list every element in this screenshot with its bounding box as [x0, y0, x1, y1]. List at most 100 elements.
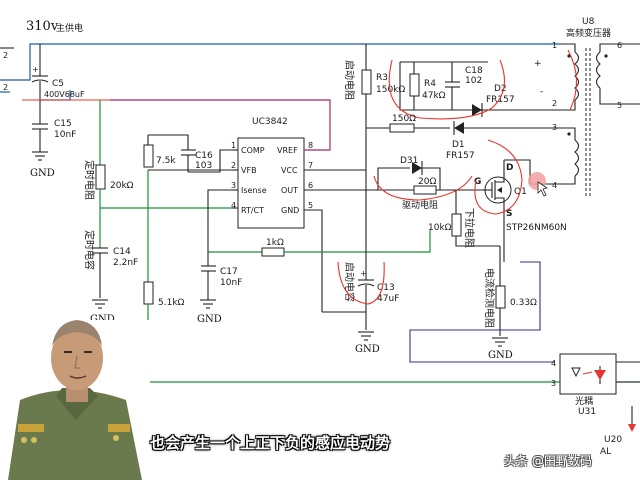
svg-text:GND: GND [488, 350, 513, 361]
svg-text:U8: U8 [582, 17, 595, 27]
svg-text:8: 8 [308, 141, 313, 150]
drive-resistor-20: 20Ω [413, 177, 437, 195]
svg-text:VREF: VREF [277, 146, 298, 155]
svg-text:AL: AL [600, 447, 611, 457]
c13-capacitor: + C13 47uF [357, 269, 399, 330]
svg-text:C13: C13 [377, 283, 395, 293]
svg-text:C17: C17 [220, 267, 238, 277]
svg-text:10nF: 10nF [54, 130, 76, 140]
gnd-symbol-3: GND [197, 299, 222, 325]
c15-capacitor: C15 10nF [32, 118, 76, 152]
resistor-1k: 1kΩ [261, 238, 285, 257]
supply-voltage: 310v [26, 19, 59, 34]
svg-text:光耦: 光耦 [575, 395, 593, 407]
svg-text:D2: D2 [494, 84, 507, 94]
svg-text:10kΩ: 10kΩ [428, 223, 452, 233]
transformer-u8: U8 高频变压器 1 2 3 4 6 5 [552, 17, 640, 196]
current-sense-resistor: 0.33Ω [495, 262, 537, 336]
svg-text:OUT: OUT [281, 186, 298, 195]
svg-text:COMP: COMP [241, 146, 265, 155]
svg-text:RT/CT: RT/CT [241, 206, 264, 215]
svg-text:S: S [506, 209, 512, 219]
start-resistor-label: 启动电阻 [343, 60, 356, 100]
svg-text:GND: GND [197, 314, 222, 325]
svg-text:FR157: FR157 [446, 151, 475, 161]
svg-text:150Ω: 150Ω [392, 114, 416, 124]
svg-text:U20: U20 [604, 435, 622, 445]
svg-text:+: + [32, 65, 39, 74]
svg-text:10nF: 10nF [220, 278, 242, 288]
svg-text:5: 5 [308, 201, 313, 210]
svg-text:4: 4 [552, 181, 557, 190]
resistor-7-5k: 7.5k [143, 144, 176, 168]
pulldown-resistor-label: 下拉电阻 [463, 208, 476, 248]
svg-text:D: D [506, 163, 513, 173]
svg-text:VFB: VFB [241, 166, 257, 175]
c16-capacitor: C16 103 [181, 149, 213, 172]
polarity-minus-mark: - [540, 87, 543, 97]
svg-text:STP26NM60N: STP26NM60N [506, 223, 567, 233]
c5-capacitor: + C5 400V68uF [31, 44, 85, 118]
svg-text:20kΩ: 20kΩ [110, 181, 134, 191]
gnd-symbol-2: GND [90, 299, 115, 325]
drive-resistor-label: 驱动电阻 [402, 199, 438, 211]
svg-text:0.33Ω: 0.33Ω [510, 298, 537, 308]
svg-text:7: 7 [308, 161, 313, 170]
svg-text:6: 6 [308, 181, 313, 190]
gnd-symbol-4: GND [355, 331, 380, 355]
d31-diode: D31 [400, 156, 423, 175]
d1-diode: D1 FR157 [446, 121, 475, 161]
svg-text:20Ω: 20Ω [418, 177, 436, 187]
c17-capacitor: C17 10nF [201, 252, 242, 300]
svg-text:5.1kΩ: 5.1kΩ [158, 298, 185, 308]
svg-text:Isense: Isense [241, 186, 267, 195]
pulldown-resistor-10k: 10kΩ [428, 213, 462, 237]
svg-text:103: 103 [195, 161, 212, 171]
timing-resistor: 20kΩ [95, 164, 134, 191]
left-pin-top: 2 [3, 51, 8, 60]
svg-text:2: 2 [552, 99, 557, 108]
svg-text:R3: R3 [376, 73, 388, 83]
svg-text:3: 3 [552, 123, 557, 132]
svg-text:5: 5 [617, 101, 622, 110]
svg-text:150kΩ: 150kΩ [376, 85, 405, 95]
svg-text:GND: GND [90, 314, 115, 325]
svg-text:GND: GND [30, 168, 55, 179]
c14-capacitor: C14 2.2nF [92, 247, 138, 298]
svg-text:G: G [474, 177, 481, 187]
svg-text:1: 1 [552, 41, 557, 50]
svg-text:47kΩ: 47kΩ [422, 91, 446, 101]
c18-capacitor: C18 102 [445, 62, 483, 110]
svg-text:C14: C14 [113, 247, 131, 257]
svg-text:D31: D31 [400, 156, 418, 166]
gnd-symbol-1: GND [30, 151, 55, 179]
cursor-pointer-icon [537, 181, 548, 197]
q1-mosfet: D G S Q1 STP26NM60N [474, 160, 567, 262]
svg-text:GND: GND [355, 344, 380, 355]
svg-text:47uF: 47uF [377, 294, 399, 304]
svg-text:3: 3 [231, 181, 236, 190]
video-subtitle: 也会产生一个上正下负的感应电动势 [150, 434, 391, 452]
svg-text:C18: C18 [465, 66, 483, 76]
svg-text:1kΩ: 1kΩ [266, 238, 284, 248]
svg-text:3: 3 [551, 379, 556, 388]
polarity-plus-mark: + [534, 59, 542, 69]
svg-text:2: 2 [231, 161, 236, 170]
svg-text:6: 6 [617, 41, 622, 50]
supply-label: 主供电 [56, 22, 83, 34]
svg-text:400V68uF: 400V68uF [44, 90, 85, 99]
timing-capacitor-label: 定时电容 [83, 230, 96, 270]
start-capacitor-label: 启动电容 [343, 262, 356, 302]
current-sense-label: 电流检测电阻 [483, 268, 496, 328]
presenter-portrait [0, 320, 150, 480]
uc3842-chip: UC3842 COMP VFB Isense RT/CT VREF VCC OU… [231, 117, 313, 229]
svg-text:4: 4 [231, 201, 236, 210]
svg-text:102: 102 [465, 76, 482, 86]
r3-start-resistor: R3 150kΩ [361, 69, 405, 95]
svg-text:4: 4 [551, 359, 556, 368]
left-pin-bottom: 2 [3, 83, 8, 92]
svg-text:高频变压器: 高频变压器 [566, 27, 611, 39]
u20-partial: U20 AL [600, 406, 636, 457]
svg-text:2.2nF: 2.2nF [113, 258, 138, 268]
